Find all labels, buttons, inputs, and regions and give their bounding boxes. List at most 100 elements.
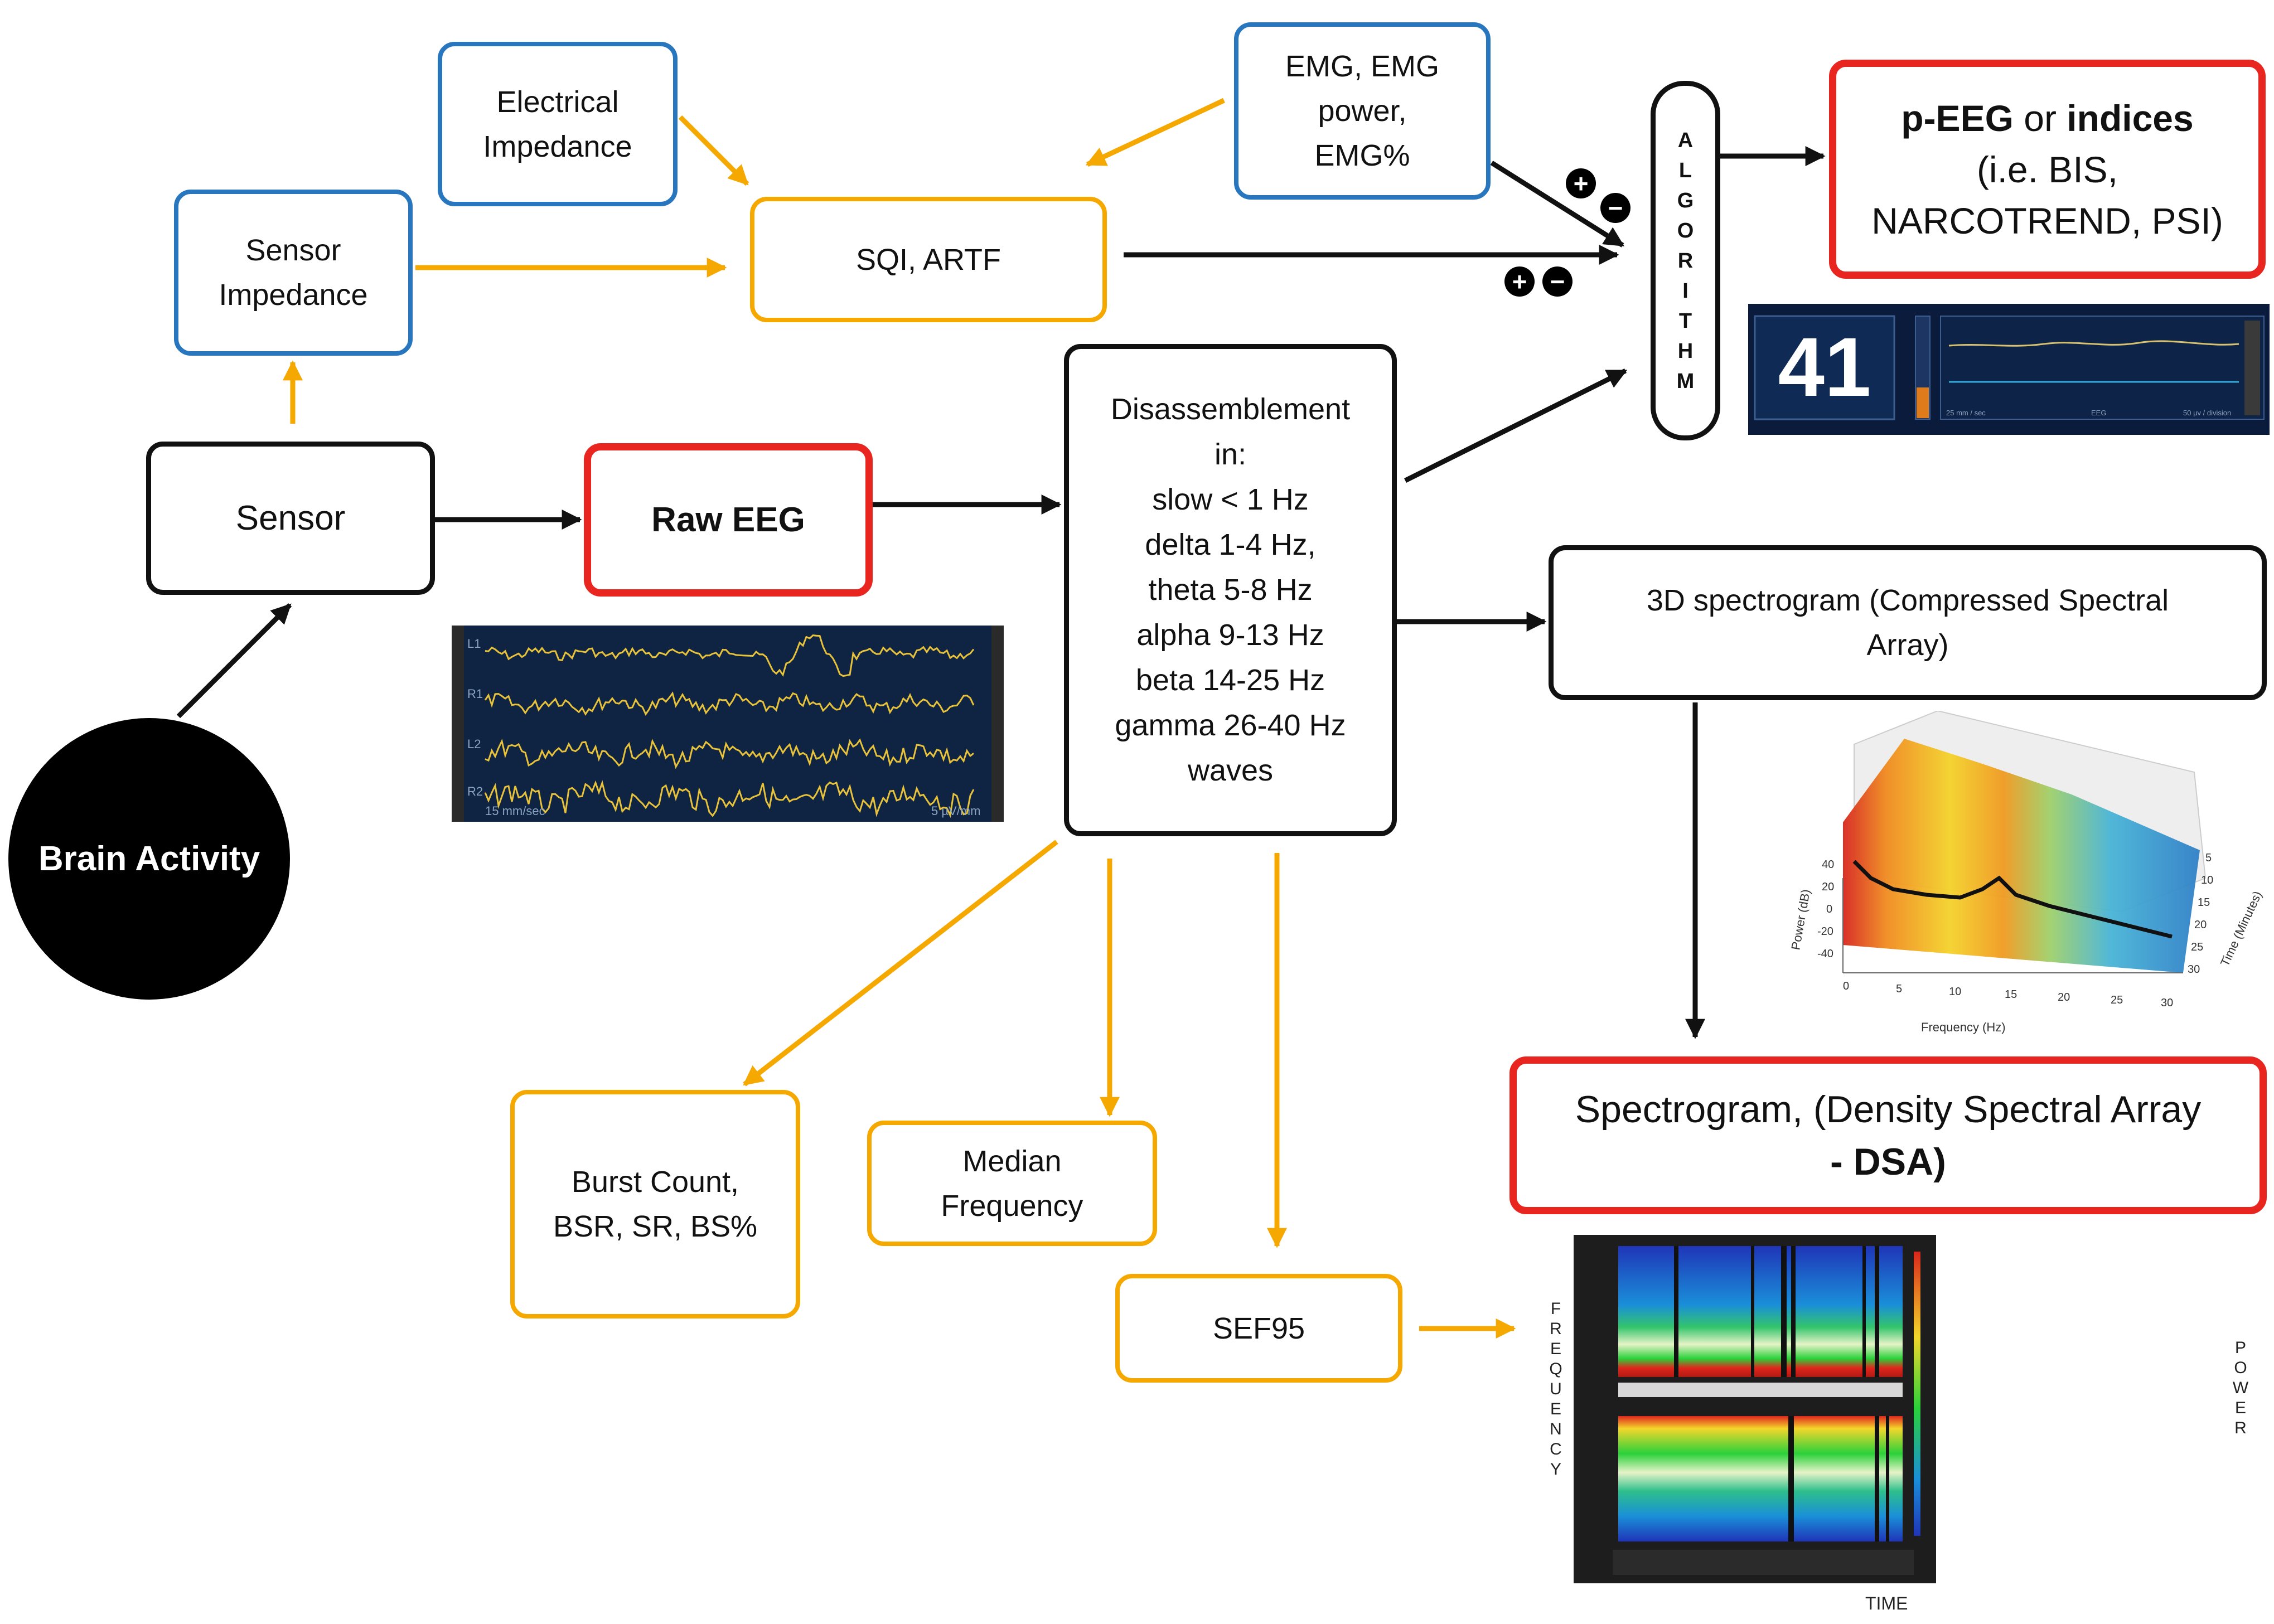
emg-box: EMG, EMG power, EMG% [1234,22,1491,200]
frequency-letter: Q [1549,1360,1562,1378]
eeg-trace-line [484,691,975,716]
algorithm-letter: A [1677,128,1694,152]
sef95-label: SEF95 [1212,1311,1305,1345]
eeg-trace-line [484,780,975,818]
csa-3d-svg: 40 20 0 -20 -40 0 5 10 15 20 25 30 5 10 … [1788,711,2265,1034]
arrow-brain-to-sensor [176,603,292,719]
raw-eeg-trace-lines [484,634,975,818]
arrow-emg-to-algorithm [1490,161,1625,248]
power-letter: R [2234,1419,2247,1437]
frequency-letter: Y [1550,1460,1561,1478]
bis-mid-caption: EEG [2091,409,2106,417]
algorithm-letter: M [1676,369,1695,393]
csa-y-tick-minus40: -40 [1817,948,1833,960]
plus-sign-sqi: + [1504,266,1535,297]
algorithm-letter: R [1677,249,1694,273]
sensor-impedance-box: Sensor Impedance [174,190,413,356]
raw-eeg-trace-image: L1 R1 L2 R2 15 mm/sec 5 µV/mm [452,626,1004,822]
csa-z-tick-25: 25 [2191,941,2203,953]
power-letter: P [2234,1339,2246,1357]
csa-y-axis-label: Power (dB) [1788,888,1813,951]
peeg-indices-text: indices [2067,97,2194,139]
dsa-box: Spectrogram, (Density Spectral Array- DS… [1509,1056,2267,1214]
csa-x-tick-30: 30 [2161,997,2173,1009]
csa-z-tick-5: 5 [2205,852,2212,864]
sef95-box: SEF95 [1115,1274,1402,1383]
median-frequency-label: Median Frequency [941,1144,1083,1223]
frequency-letter: N [1550,1420,1562,1438]
frequency-letter: U [1550,1380,1562,1398]
bis-right-caption: 50 µv / division [2183,409,2231,417]
raw-eeg-right-caption: 5 µV/mm [931,804,980,818]
dsa-spectrogram-image [1574,1235,1936,1583]
algorithm-letter: I [1682,279,1688,303]
csa-y-tick-0: 0 [1826,903,1832,915]
eeg-trace-line [485,738,974,769]
csa-z-tick-10: 10 [2201,874,2213,886]
arrow-electrical-impedance-to-sqi [678,115,749,186]
algorithm-letter: H [1677,339,1694,363]
peeg-examples-text: (i.e. BIS, NARCOTREND, PSI) [1871,148,2223,241]
algorithm-letter: O [1677,219,1694,243]
dsa-time-axis-label: TIME [1865,1593,1908,1613]
dsa-label: Spectrogram, (Density Spectral Array- DS… [1575,1083,2201,1188]
peeg-label: p-EEG or indices (i.e. BIS, NARCOTREND, P… [1871,93,2223,246]
csa-z-tick-30: 30 [2188,963,2200,976]
raw-eeg-box: Raw EEG [584,443,873,597]
power-letter: E [2234,1399,2246,1417]
arrow-emg-to-sqi [1085,98,1225,167]
median-frequency-box: Median Frequency [867,1121,1157,1246]
brain-activity-node: Brain Activity [8,718,290,1000]
csa-y-tick-20: 20 [1822,881,1834,893]
csa-z-axis-label: Time (Minutes) [2218,889,2265,968]
csa-x-tick-25: 25 [2111,994,2123,1006]
raw-eeg-channel-l1: L1 [467,637,481,651]
csa-x-tick-15: 15 [2005,988,2017,1001]
sensor-impedance-label: Sensor Impedance [219,234,368,312]
csa-x-tick-5: 5 [1896,983,1902,995]
sensor-label: Sensor [235,498,346,537]
bis-index-value: 41 [1778,320,1871,414]
csa-y-tick-minus20: -20 [1817,925,1833,938]
peeg-bold-text: p-EEG [1901,97,2014,139]
brain-activity-label: Brain Activity [38,840,260,878]
frequency-letter: C [1550,1440,1562,1458]
bis-left-caption: 25 mm / sec [1946,409,1986,417]
bis-monitor-image: 41 25 mm / sec EEG 50 µv / division [1748,304,2270,435]
dsa-label-line2: - DSA) [1830,1140,1946,1183]
sensor-box: Sensor [146,442,435,595]
csa-x-tick-10: 10 [1949,986,1961,998]
peeg-box: p-EEG or indices (i.e. BIS, NARCOTREND, P… [1829,60,2266,279]
arrow-disassemblement-to-burst-count [743,840,1058,1087]
dsa-spectrogram-svg [1613,1246,1920,1575]
csa-y-tick-40: 40 [1822,859,1834,871]
burst-count-label: Burst Count, BSR, SR, BS% [553,1165,758,1243]
power-letter: O [2234,1359,2247,1377]
disassemblement-box: Disassemblement in: slow < 1 Hz delta 1-… [1064,344,1397,836]
plus-sign-emg: + [1566,168,1596,198]
algorithm-letter: T [1678,309,1692,333]
csa-3d-image: 40 20 0 -20 -40 0 5 10 15 20 25 30 5 10 … [1759,711,2267,1043]
csa-x-tick-0: 0 [1843,980,1849,992]
peeg-or-text: or [2013,97,2067,139]
minus-sign-sqi: − [1542,266,1573,297]
3d-spectrogram-box: 3D spectrogram (Compressed Spectral Arra… [1549,545,2267,700]
eeg-trace-line [485,634,975,677]
emg-label: EMG, EMG power, EMG% [1285,50,1439,172]
disassemblement-label: Disassemblement in: slow < 1 Hz delta 1-… [1110,392,1351,787]
csa-z-tick-15: 15 [2198,896,2210,909]
raw-eeg-label: Raw EEG [651,500,805,539]
raw-eeg-trace-svg: L1 R1 L2 R2 15 mm/sec 5 µV/mm [452,626,1004,822]
arrow-disassemblement-to-algorithm [1404,368,1628,483]
raw-eeg-channel-r2: R2 [467,784,483,798]
raw-eeg-left-caption: 15 mm/sec [485,804,545,818]
raw-eeg-channel-r1: R1 [467,687,483,701]
3d-spectrogram-label: 3D spectrogram (Compressed Spectral Arra… [1646,584,2169,662]
electrical-impedance-label: Electrical Impedance [483,85,632,163]
minus-sign-emg: − [1600,193,1630,223]
power-letter: W [2232,1379,2249,1397]
